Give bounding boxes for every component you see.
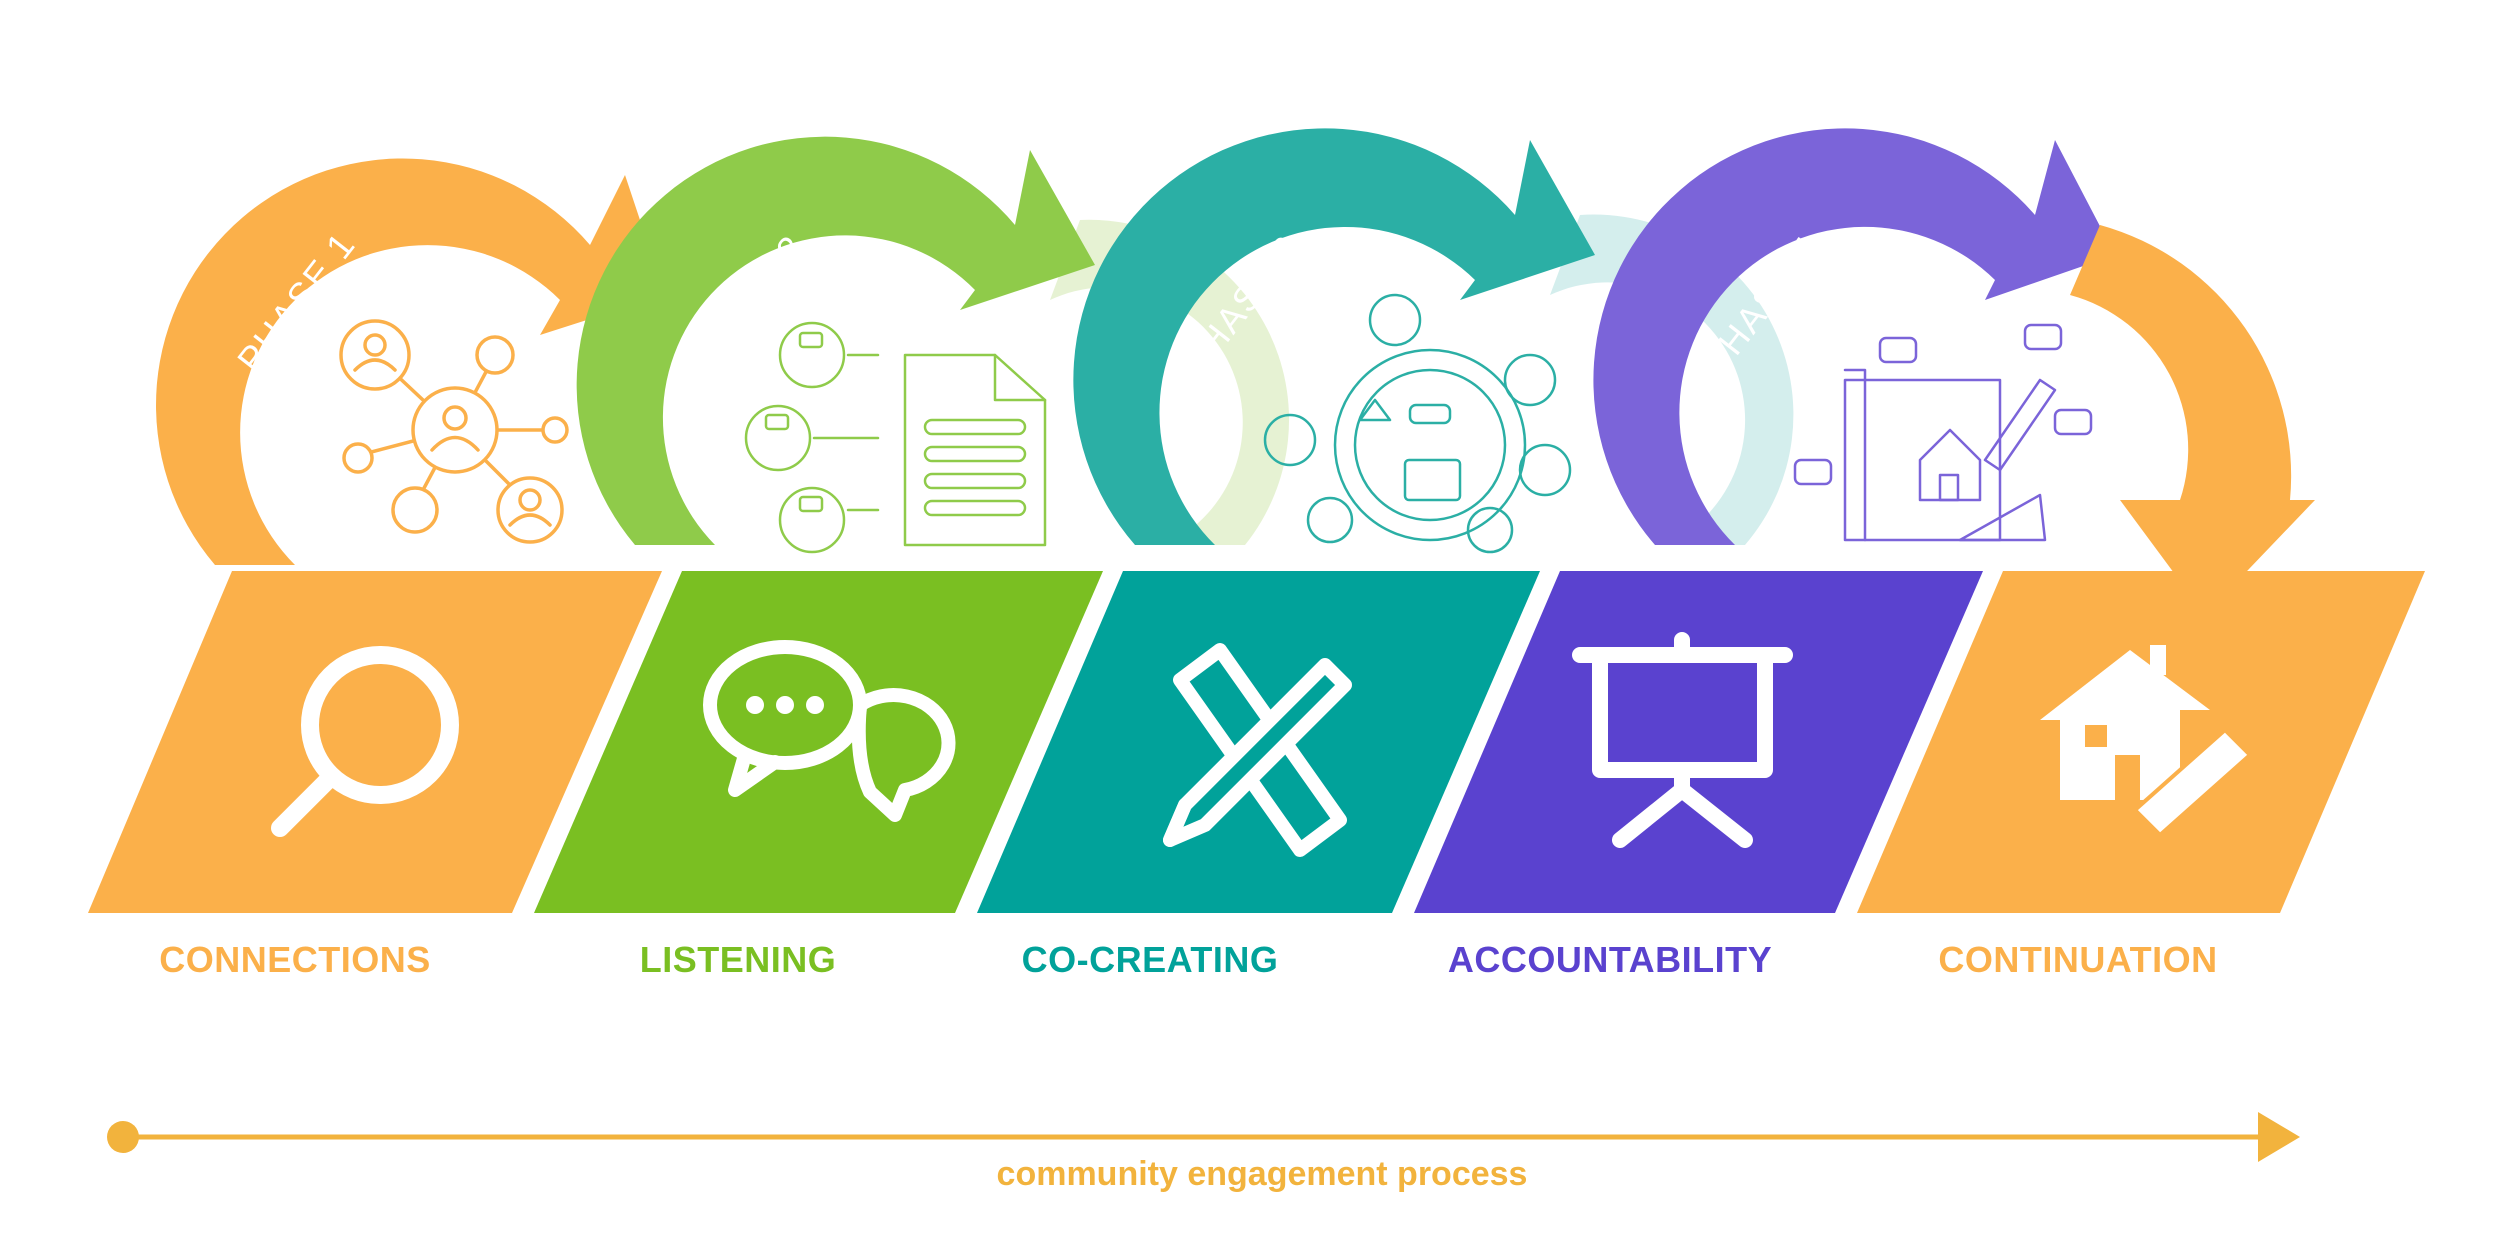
groups-to-document-icon xyxy=(744,321,1047,554)
network-people-icon xyxy=(339,319,569,544)
phase-3-shadow-arc xyxy=(1550,214,1794,545)
people-around-table-icon xyxy=(1263,293,1572,554)
timeline-arrowhead xyxy=(2258,1112,2300,1162)
phase-4-arrow: PHASE 4 xyxy=(1593,128,2115,545)
step-labels: CONNECTIONS LISTENING CO-CREATING ACCOUN… xyxy=(159,939,2217,980)
segment-connections xyxy=(88,571,662,913)
label-co-creating: CO-CREATING xyxy=(1022,939,1279,980)
label-connections: CONNECTIONS xyxy=(159,939,431,980)
house-blueprint-icon xyxy=(1793,323,2093,542)
phase-2-shadow-arc xyxy=(1050,219,1290,545)
label-continuation: CONTINUATION xyxy=(1938,939,2217,980)
pencil-ruler-icon xyxy=(1163,643,1352,857)
segment-icons xyxy=(271,632,2252,857)
speech-bubbles-icon xyxy=(703,640,956,822)
segment-accountability xyxy=(1414,571,1983,913)
continuation-arrow xyxy=(2070,225,2315,615)
house-ruler-icon xyxy=(2040,645,2252,837)
process-timeline: community engagement process xyxy=(107,1112,2300,1193)
label-listening: LISTENING xyxy=(640,939,837,980)
illustrations xyxy=(339,293,2093,554)
label-accountability: ACCOUNTABILITY xyxy=(1448,939,1772,980)
timeline-label: community engagement process xyxy=(997,1155,1528,1193)
background-arcs xyxy=(1050,214,1794,545)
magnifier-icon xyxy=(271,646,459,837)
phase-2-arrow: PHASE 2 xyxy=(576,136,1095,546)
presentation-board-icon xyxy=(1572,632,1793,848)
